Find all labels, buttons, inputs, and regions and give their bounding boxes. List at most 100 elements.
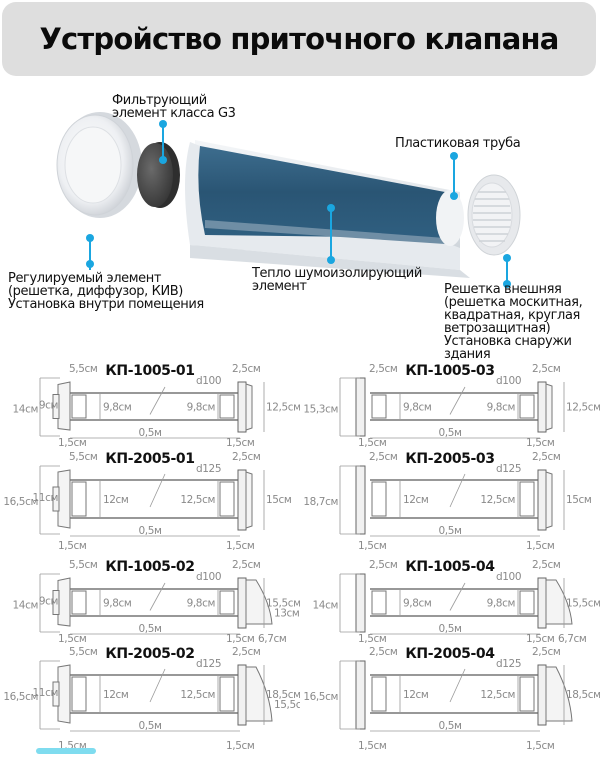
left-adapter [71,481,87,517]
filter-part [137,142,180,208]
diameter-label: d100 [496,375,521,387]
flat-grille [355,377,366,437]
left-top-dim-label: 2,5см [369,363,397,375]
right-bottom-dim-label: 1,5см [226,740,254,752]
filter-label-line: элемент класса G3 [112,106,236,121]
diffuser-cap [52,394,60,419]
right-outer-dim-label: 15см [266,494,291,506]
model-name: КП-1005-03 [405,363,494,379]
outer-grille [545,471,553,529]
bottom-accent-bar [36,748,96,754]
flat-grille [355,465,366,535]
right-flange [537,381,547,433]
pipe-left-dim-label: 12см [103,494,128,506]
diameter-label: d125 [196,463,221,475]
right-outer-dim-label: 15,5см [266,598,300,610]
diffuser-cap [52,486,60,512]
left-adapter [371,676,387,712]
filter-callout-dot [159,120,167,128]
diffuser-flange [57,577,71,627]
right-adapter [219,394,235,419]
diffuser-part [56,112,142,218]
right-top-dim-label: 2,5см [532,363,560,375]
wind-hood [245,579,273,625]
left-bottom-dim-label: 1,5см [58,437,86,449]
right-depth-dim-label: 6,7см [258,633,286,645]
diameter-label: d100 [496,571,521,583]
left-top-dim-label: 2,5см [369,451,397,463]
right-adapter [219,590,235,615]
pipe-label: Пластиковая труба [395,136,521,151]
right-adapter [519,481,535,517]
left-outer-dim-label: 14см [13,600,38,612]
diameter-label: d125 [496,658,521,670]
left-outer-dim-label: 16,5см [3,691,38,703]
length-label: 0,5м [438,623,461,635]
diffuser-cap [52,590,60,615]
right-flange [237,577,247,629]
title-banner: Устройство приточного клапана [2,2,596,76]
right-flange [237,381,247,433]
right-bottom-dim-label: 1,5см [226,633,254,645]
left-adapter [371,590,387,615]
filter-callout-dot-end [159,156,167,164]
wind-hood [545,666,573,722]
filter-callout-line [162,124,164,160]
grille-callout-dot [503,254,511,262]
left-bottom-dim-label: 1,5см [358,633,386,645]
left-top-dim-label: 5,5см [69,559,97,571]
insulation-label: Тепло шумоизолирующий элемент [252,267,422,293]
right-outer-dim-label: 15,5см [566,598,600,610]
regulator-callout-dot [86,234,94,242]
right-depth-dim-label: 6,7см [558,633,586,645]
outer-grille-label-line: Решетка внешняя [444,282,562,297]
diameter-leader [449,668,466,703]
diffuser-flange [57,664,71,724]
outer-grille [545,383,553,431]
right-adapter [219,481,235,517]
pipe-label-line: Пластиковая труба [395,136,521,151]
pipe-right-dim-label: 12,5см [180,494,215,506]
pipe-callout-dot-end [450,192,458,200]
diameter-label: d100 [196,375,221,387]
regulator-label-line: (решетка, диффузор, КИВ) [8,284,183,299]
insulation-callout-dot [327,204,335,212]
outer-grille [245,383,253,431]
diffuser-flange [57,381,71,431]
pipe-right-dim-label: 12,5см [480,494,515,506]
right-top-dim-label: 2,5см [232,451,260,463]
right-top-dim-label: 2,5см [532,451,560,463]
grille-callout-line [506,258,508,284]
right-extra-dim-label: 13см [274,608,299,620]
right-bottom-dim-label: 1,5см [526,633,554,645]
model-name: КП-2005-04 [405,646,495,662]
length-label: 0,5м [438,720,461,732]
diameter-leader [449,582,466,611]
diameter-leader [149,582,166,611]
left-top-dim-label: 5,5см [69,363,97,375]
left-top-dim-label: 2,5см [369,559,397,571]
length-label: 0,5м [138,427,161,439]
diameter-label: d125 [496,463,521,475]
diameter-leader [149,473,166,508]
left-inner-dim-label: 11см [33,687,58,699]
pipe-callout-dot [450,152,458,160]
regulator-label: Регулируемый элемент (решетка, диффузор,… [8,272,204,311]
diffuser-cap [52,681,60,707]
pipe-right-dim-label: 9,8см [187,402,215,414]
model-name: КП-2005-03 [405,451,494,467]
pipe-right-dim-label: 12,5см [480,689,515,701]
right-top-dim-label: 2,5см [532,646,560,658]
left-inner-dim-label: 11см [33,492,58,504]
outer-grille-label-line: (решетка москитная, [444,295,583,310]
